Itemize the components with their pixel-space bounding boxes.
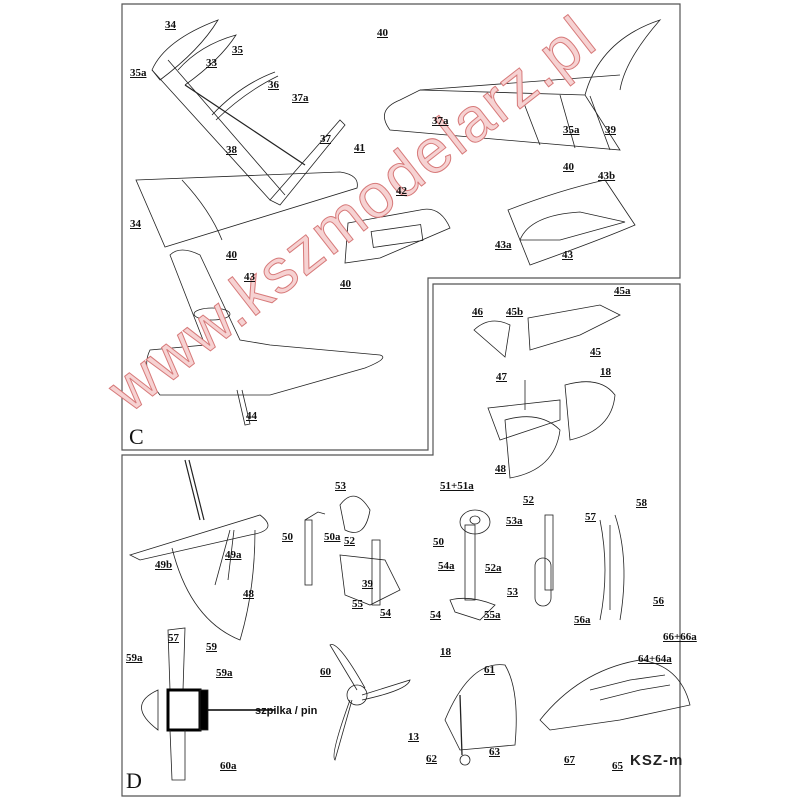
tail-assembly-drawing: [146, 249, 384, 426]
part-label: 59: [206, 641, 217, 653]
part-label: 49b: [155, 559, 173, 571]
part-label: 43: [244, 271, 255, 283]
part-label: 13: [408, 731, 419, 743]
part-label: 37a: [292, 92, 309, 104]
part-label: 47: [496, 371, 507, 383]
part-label: 65: [612, 760, 623, 772]
parts-45-48-drawing: [473, 304, 621, 479]
part-label: 38: [226, 144, 237, 156]
part-label: 40: [563, 161, 574, 173]
part-label: 40: [340, 278, 351, 290]
part-label: 52a: [485, 562, 502, 574]
part-label: 56: [653, 595, 664, 607]
part-label: 57: [585, 511, 596, 523]
part-label: 56a: [574, 614, 591, 626]
section-label-c: C: [129, 424, 144, 449]
part-label: 41: [354, 142, 365, 154]
part-label: 37a: [432, 115, 449, 127]
part-label: 48: [243, 588, 254, 600]
wing-center-section-drawing: [383, 19, 662, 151]
part-42-drawing: [344, 208, 451, 264]
part-label: 43: [562, 249, 573, 261]
part-label: 18: [440, 646, 451, 658]
part-label: 36: [268, 79, 279, 91]
part-label: 54a: [438, 560, 455, 572]
part-label: 60: [320, 666, 331, 678]
part-label: 34: [130, 218, 141, 230]
part-label: 59a: [216, 667, 233, 679]
part-label: 58: [636, 497, 647, 509]
frame-section-c: [121, 3, 681, 451]
part-label: 40: [226, 249, 237, 261]
part-label: 50: [282, 531, 293, 543]
part-label: 45: [590, 346, 601, 358]
part-label: 35a: [563, 124, 580, 136]
part-label: 63: [489, 746, 500, 758]
part-label: 50a: [324, 531, 341, 543]
rudder-drawing: [444, 664, 517, 766]
part-label: 66+66a: [663, 631, 697, 643]
part-label: 53: [335, 480, 346, 492]
propeller-drawing: [329, 644, 411, 761]
part-label: 35a: [130, 67, 147, 79]
section-label-d: D: [126, 768, 142, 793]
part-label: 52: [344, 535, 355, 547]
part-label: 55a: [484, 609, 501, 621]
part-label: 54: [430, 609, 441, 621]
part-43-drawing: [507, 179, 636, 266]
spinner-assembly-drawing: [141, 627, 275, 781]
part-label: 39: [362, 578, 373, 590]
part-label: 54: [380, 607, 391, 619]
part-label: 18: [600, 366, 611, 378]
part-label: 64+64a: [638, 653, 672, 665]
part-label: 44: [246, 410, 257, 422]
part-label: 67: [564, 754, 575, 766]
part-label: 57: [168, 632, 179, 644]
ksz-logo: KSZ-m: [630, 752, 684, 769]
part-label: 34: [165, 19, 176, 31]
part-label: 53: [507, 586, 518, 598]
part-label: 55: [352, 598, 363, 610]
part-label: 46: [472, 306, 483, 318]
part-48-49-drawing: [128, 459, 269, 641]
part-label: 59a: [126, 652, 143, 664]
part-label: 33: [206, 57, 217, 69]
part-label: 62: [426, 753, 437, 765]
pin-note: szpilka / pin: [255, 705, 318, 717]
part-50-drawing: [304, 511, 326, 586]
canopy-drawing: [539, 659, 691, 731]
part-label: 48: [495, 463, 506, 475]
part-label: 50: [433, 536, 444, 548]
part-label: 42: [396, 185, 407, 197]
part-label: 60a: [220, 760, 237, 772]
outer-wing-drawing: [135, 171, 358, 248]
part-label: 61: [484, 664, 495, 676]
part-label: 51+51a: [440, 480, 474, 492]
part-label: 45a: [614, 285, 631, 297]
part-label: 43b: [598, 170, 616, 182]
part-label: 43a: [495, 239, 512, 251]
part-label: 39: [605, 124, 616, 136]
part-label: 52: [523, 494, 534, 506]
part-label: 45b: [506, 306, 524, 318]
part-label: 49a: [225, 549, 242, 561]
part-label: 37: [320, 133, 331, 145]
frame-section-d: [121, 283, 681, 797]
wing-skeleton-drawing: [151, 19, 346, 206]
part-label: 53a: [506, 515, 523, 527]
part-label: 35: [232, 44, 243, 56]
part-label: 40: [377, 27, 388, 39]
landing-gear-drawing: [339, 495, 625, 621]
